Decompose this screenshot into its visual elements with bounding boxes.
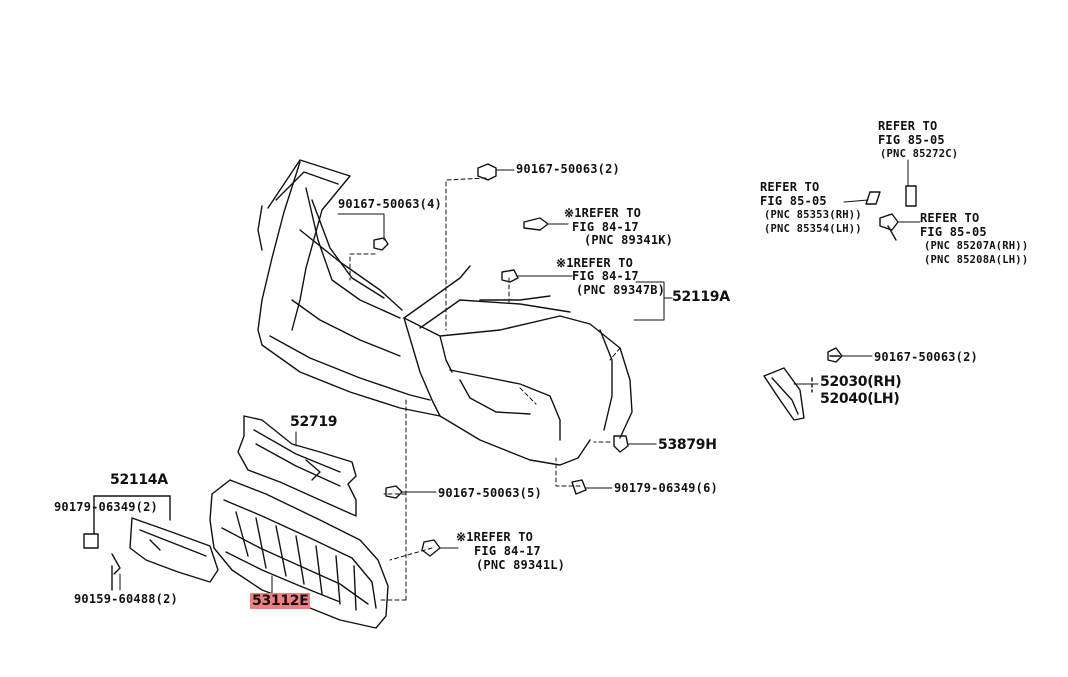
part-label-bolt-center[interactable]: 90167-50063(5) <box>438 486 542 500</box>
part-label-clip-left[interactable]: 90179-06349(2) <box>54 500 158 514</box>
ref-r6-line4: (PNC 85208A(LH)) <box>924 254 1029 266</box>
bracket-drawing <box>83 495 219 591</box>
ref-r2-line1: ※1REFER TO <box>556 256 634 270</box>
ref-r3-line3: (PNC 89341L) <box>476 558 566 572</box>
ref-r6-line3: (PNC 85207A(RH)) <box>924 240 1029 252</box>
leader-lines <box>119 159 921 595</box>
ref-r6-line1: REFER TO <box>920 211 980 225</box>
ref-r1-line1: ※1REFER TO <box>564 206 642 220</box>
part-label-52719[interactable]: 52719 <box>290 414 338 430</box>
part-label-53112E[interactable]: 53112E <box>250 593 311 609</box>
reinforcement-drawing <box>237 415 357 517</box>
part-label-53879H[interactable]: 53879H <box>658 437 717 453</box>
ref-r5-line1: REFER TO <box>760 180 820 194</box>
highlighted-part-number: 53112E <box>250 593 311 609</box>
ref-r3-line2[interactable]: FIG 84-17 <box>474 544 541 558</box>
ref-r4-line2[interactable]: FIG 85-05 <box>878 133 945 147</box>
part-label-screw-left[interactable]: 90159-60488(2) <box>74 592 178 606</box>
ref-r1-line2[interactable]: FIG 84-17 <box>572 220 639 234</box>
grille-drawing <box>209 479 389 629</box>
part-label-bolt-right[interactable]: 90167-50063(2) <box>874 350 978 364</box>
ref-r5-line2[interactable]: FIG 85-05 <box>760 194 827 208</box>
ref-r4-line3: (PNC 85272C) <box>880 148 959 160</box>
part-label-52030[interactable]: 52030(RH) <box>820 374 902 390</box>
ref-r6-line2[interactable]: FIG 85-05 <box>920 225 987 239</box>
part-label-52114A[interactable]: 52114A <box>110 472 168 488</box>
ref-r1-line3: (PNC 89341K) <box>584 233 674 247</box>
part-label-clip-right[interactable]: 90179-06349(6) <box>614 481 718 495</box>
ref-r5-line4: (PNC 85354(LH)) <box>764 223 862 235</box>
part-label-bolt-left[interactable]: 90167-50063(4) <box>338 197 442 211</box>
ref-r2-line3: (PNC 89347B) <box>576 283 666 297</box>
side-cover-drawing <box>763 355 841 421</box>
ref-r5-line3: (PNC 85353(RH)) <box>764 209 862 221</box>
part-label-52040[interactable]: 52040(LH) <box>820 391 900 407</box>
part-label-52119A[interactable]: 52119A <box>672 289 730 305</box>
bumper-cover-drawing <box>257 159 633 601</box>
ref-r3-line1: ※1REFER TO <box>456 530 534 544</box>
ref-r2-line2[interactable]: FIG 84-17 <box>572 269 639 283</box>
part-label-bolt-top[interactable]: 90167-50063(2) <box>516 162 620 176</box>
ref-r4-line1: REFER TO <box>878 119 938 133</box>
